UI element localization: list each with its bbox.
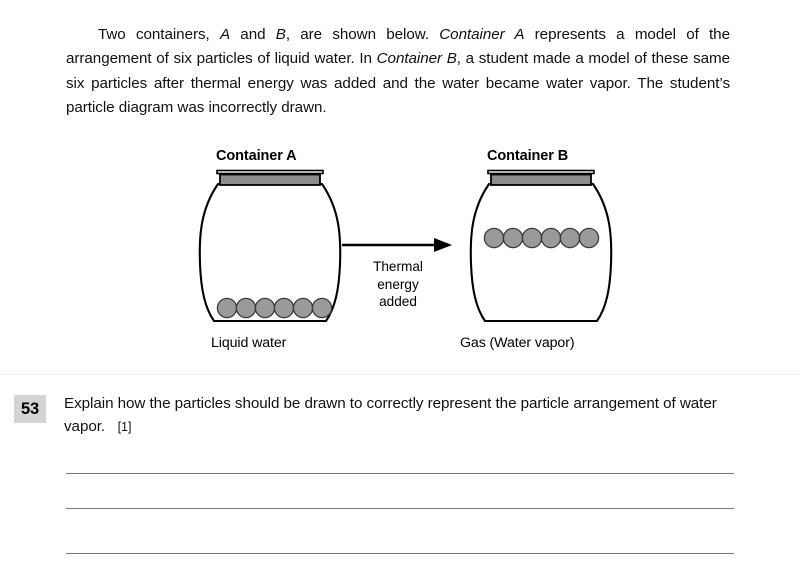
stem-emphasis-container-b: Container B <box>376 50 457 68</box>
particle <box>521 227 543 249</box>
stem-segment-2: and <box>230 26 276 44</box>
particle <box>254 297 276 319</box>
answer-line-3[interactable] <box>66 553 734 554</box>
container-a-title: Container A <box>216 148 297 164</box>
section-divider <box>0 374 800 375</box>
thermal-energy-arrow-icon <box>342 235 454 260</box>
arrow-label: Thermal energy added <box>352 258 444 311</box>
question-prompt: Explain how the particles should be draw… <box>64 395 717 435</box>
container-b-jar <box>467 168 615 337</box>
jar-lid <box>490 173 592 186</box>
stem-segment-1: Two containers, <box>98 26 220 44</box>
particle <box>235 297 257 319</box>
container-b-title: Container B <box>487 148 569 164</box>
particle <box>311 297 333 319</box>
container-a-particles <box>216 297 333 319</box>
particle <box>216 297 238 319</box>
answer-line-1[interactable] <box>66 473 734 474</box>
jar-lid <box>219 173 321 186</box>
jar-rim <box>216 169 324 175</box>
question-marks: [1] <box>117 420 132 434</box>
container-b-particles <box>483 227 600 249</box>
container-a-jar <box>196 168 344 337</box>
question-number-badge: 53 <box>14 395 46 423</box>
arrow-label-line-2: energy <box>377 276 419 292</box>
particle <box>540 227 562 249</box>
question-text: Explain how the particles should be draw… <box>64 392 754 439</box>
container-a-caption: Liquid water <box>211 335 287 351</box>
particle <box>502 227 524 249</box>
particle <box>483 227 505 249</box>
particle <box>292 297 314 319</box>
stem-emphasis-container-a: Container A <box>439 26 525 44</box>
jar-rim <box>487 169 595 175</box>
container-b-caption: Gas (Water vapor) <box>460 335 575 351</box>
particle-model-figure: Container A Container B Liquid water <box>0 140 800 365</box>
answer-line-2[interactable] <box>66 508 734 509</box>
jar-body-outline <box>469 182 613 323</box>
stem-segment-3: , are shown below. <box>285 26 440 44</box>
question-stem-paragraph: Two containers, A and B, are shown below… <box>66 23 730 120</box>
stem-segment-4: represents a model of the arrangement of… <box>66 26 730 68</box>
particle <box>578 227 600 249</box>
particle <box>273 297 295 319</box>
jar-body-outline <box>198 182 342 323</box>
arrow-label-line-3: added <box>379 294 417 309</box>
stem-segment-5: , a student made a model of these same s… <box>66 50 731 117</box>
arrow-label-line-1: Thermal <box>373 259 423 274</box>
stem-emphasis-a: A <box>219 26 231 44</box>
particle <box>559 227 581 249</box>
stem-emphasis-b: B <box>275 26 286 44</box>
